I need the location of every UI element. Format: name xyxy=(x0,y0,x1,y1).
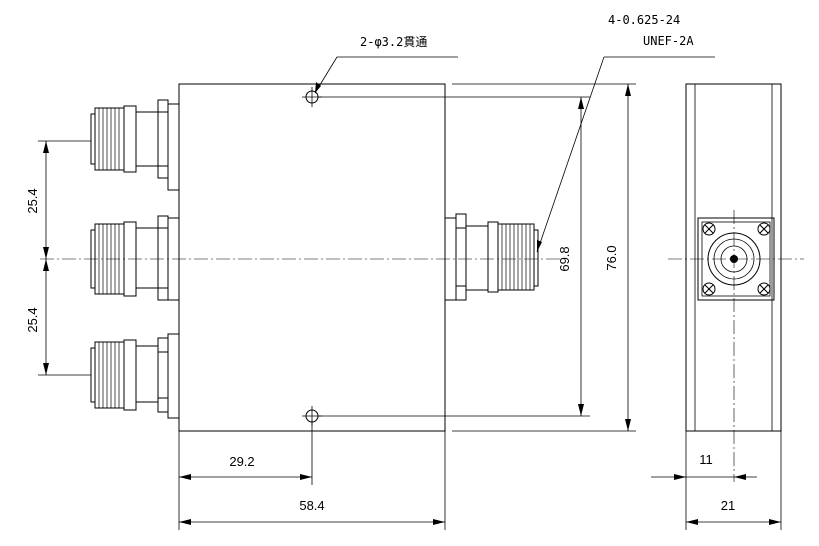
dimension-body-width xyxy=(179,431,446,530)
dimension-side-offset xyxy=(651,431,757,530)
dim-body-width: 58.4 xyxy=(299,498,324,513)
hole-note-leader xyxy=(314,56,458,94)
body-front-outline xyxy=(178,83,446,432)
connector-left-bottom xyxy=(90,333,180,419)
screw-icon xyxy=(702,222,771,296)
dim-hole-offset: 29.2 xyxy=(229,454,254,469)
thread-note-line2: UNEF-2A xyxy=(643,34,694,48)
connector-left-middle xyxy=(90,215,180,301)
dim-body-height: 76.0 xyxy=(604,245,619,270)
dimension-hole-spacing xyxy=(318,96,590,417)
dimension-body-height xyxy=(452,83,636,432)
dim-side-offset: 11 xyxy=(699,452,713,467)
hole-note-text: 2-φ3.2貫通 xyxy=(360,35,427,49)
dimension-hole-offset xyxy=(178,420,313,530)
dim-pitch-bottom: 25.4 xyxy=(25,307,40,332)
dimension-side-width xyxy=(686,431,782,530)
thread-note-line1: 4-0.625-24 xyxy=(608,13,680,27)
dimension-pitch xyxy=(38,140,91,376)
side-view xyxy=(668,83,804,482)
connector-left-top xyxy=(90,99,180,191)
dim-pitch-top: 25.4 xyxy=(25,188,40,213)
dim-hole-spacing: 69.8 xyxy=(557,246,572,271)
dim-side-width: 21 xyxy=(721,498,735,513)
connector-right-output xyxy=(444,213,539,301)
thread-note-leader xyxy=(536,56,715,253)
